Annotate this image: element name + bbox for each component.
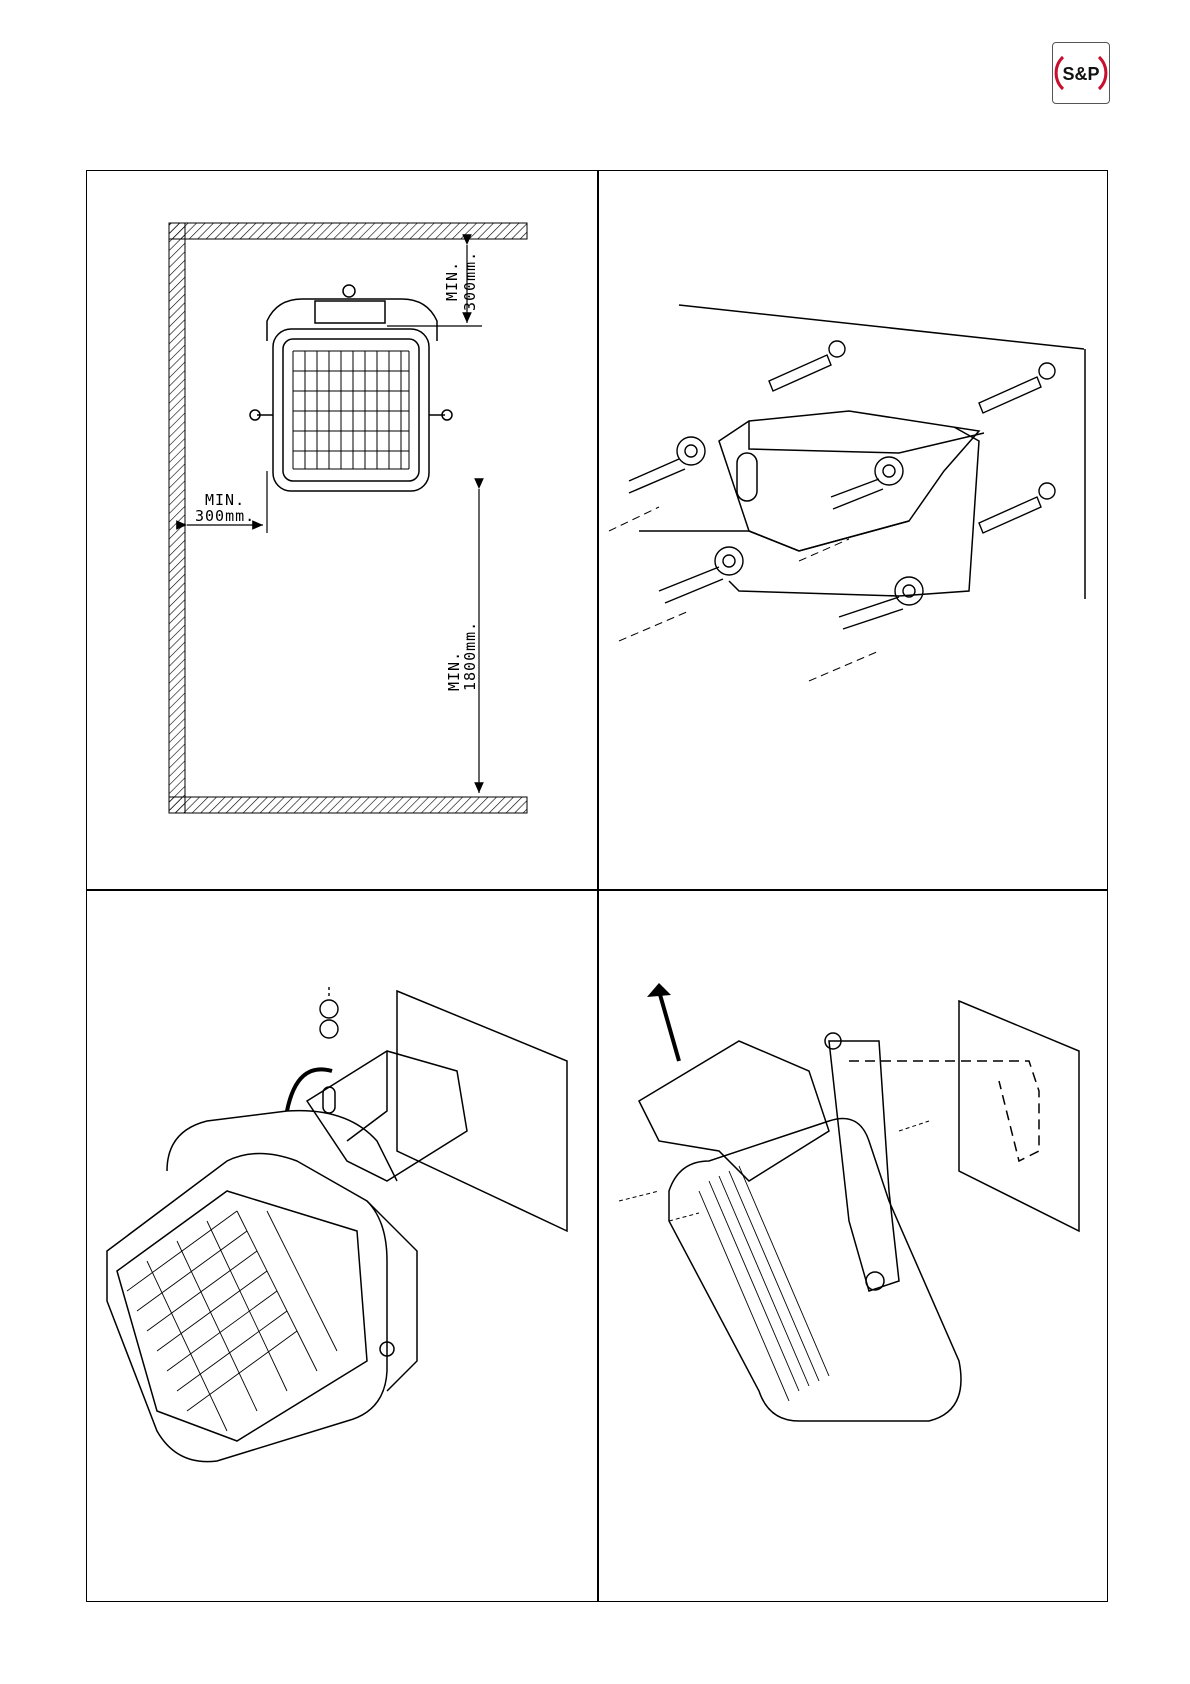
dimension-side-label-value: 300mm. bbox=[195, 507, 255, 525]
dimension-floor-label-value: 1800mm. bbox=[461, 621, 479, 691]
dimension-top-label-value: 300mm. bbox=[461, 251, 479, 311]
heater-grille bbox=[699, 1166, 829, 1401]
wall-bracket bbox=[639, 305, 1085, 599]
heater-grille bbox=[293, 351, 409, 469]
nut-and-washer bbox=[320, 987, 338, 1038]
wall-plugs bbox=[769, 341, 1055, 533]
heater-body bbox=[107, 1111, 417, 1462]
panel-heater-adjust bbox=[599, 891, 1109, 1601]
heater-front-view bbox=[250, 285, 452, 491]
panel-bracket-fixing bbox=[599, 171, 1109, 889]
heater-body-tilted bbox=[639, 1033, 961, 1421]
panel-heater-mounting bbox=[87, 891, 597, 1601]
mounting-screws bbox=[629, 437, 923, 629]
panel-clearances: MIN. 300mm. MIN. 300mm. MIN. 1800mm. bbox=[87, 171, 597, 889]
direction-arrow bbox=[659, 991, 679, 1061]
brand-logo: S&P bbox=[1052, 42, 1110, 104]
direction-arrow-head bbox=[647, 983, 671, 997]
svg-text:S&P: S&P bbox=[1062, 64, 1099, 84]
instruction-grid: MIN. 300mm. MIN. 300mm. MIN. 1800mm. bbox=[86, 170, 1108, 1602]
wall-plate-and-bracket bbox=[307, 991, 567, 1231]
fixing-screws bbox=[619, 1121, 929, 1221]
dimension-top-label: MIN. bbox=[443, 261, 461, 301]
